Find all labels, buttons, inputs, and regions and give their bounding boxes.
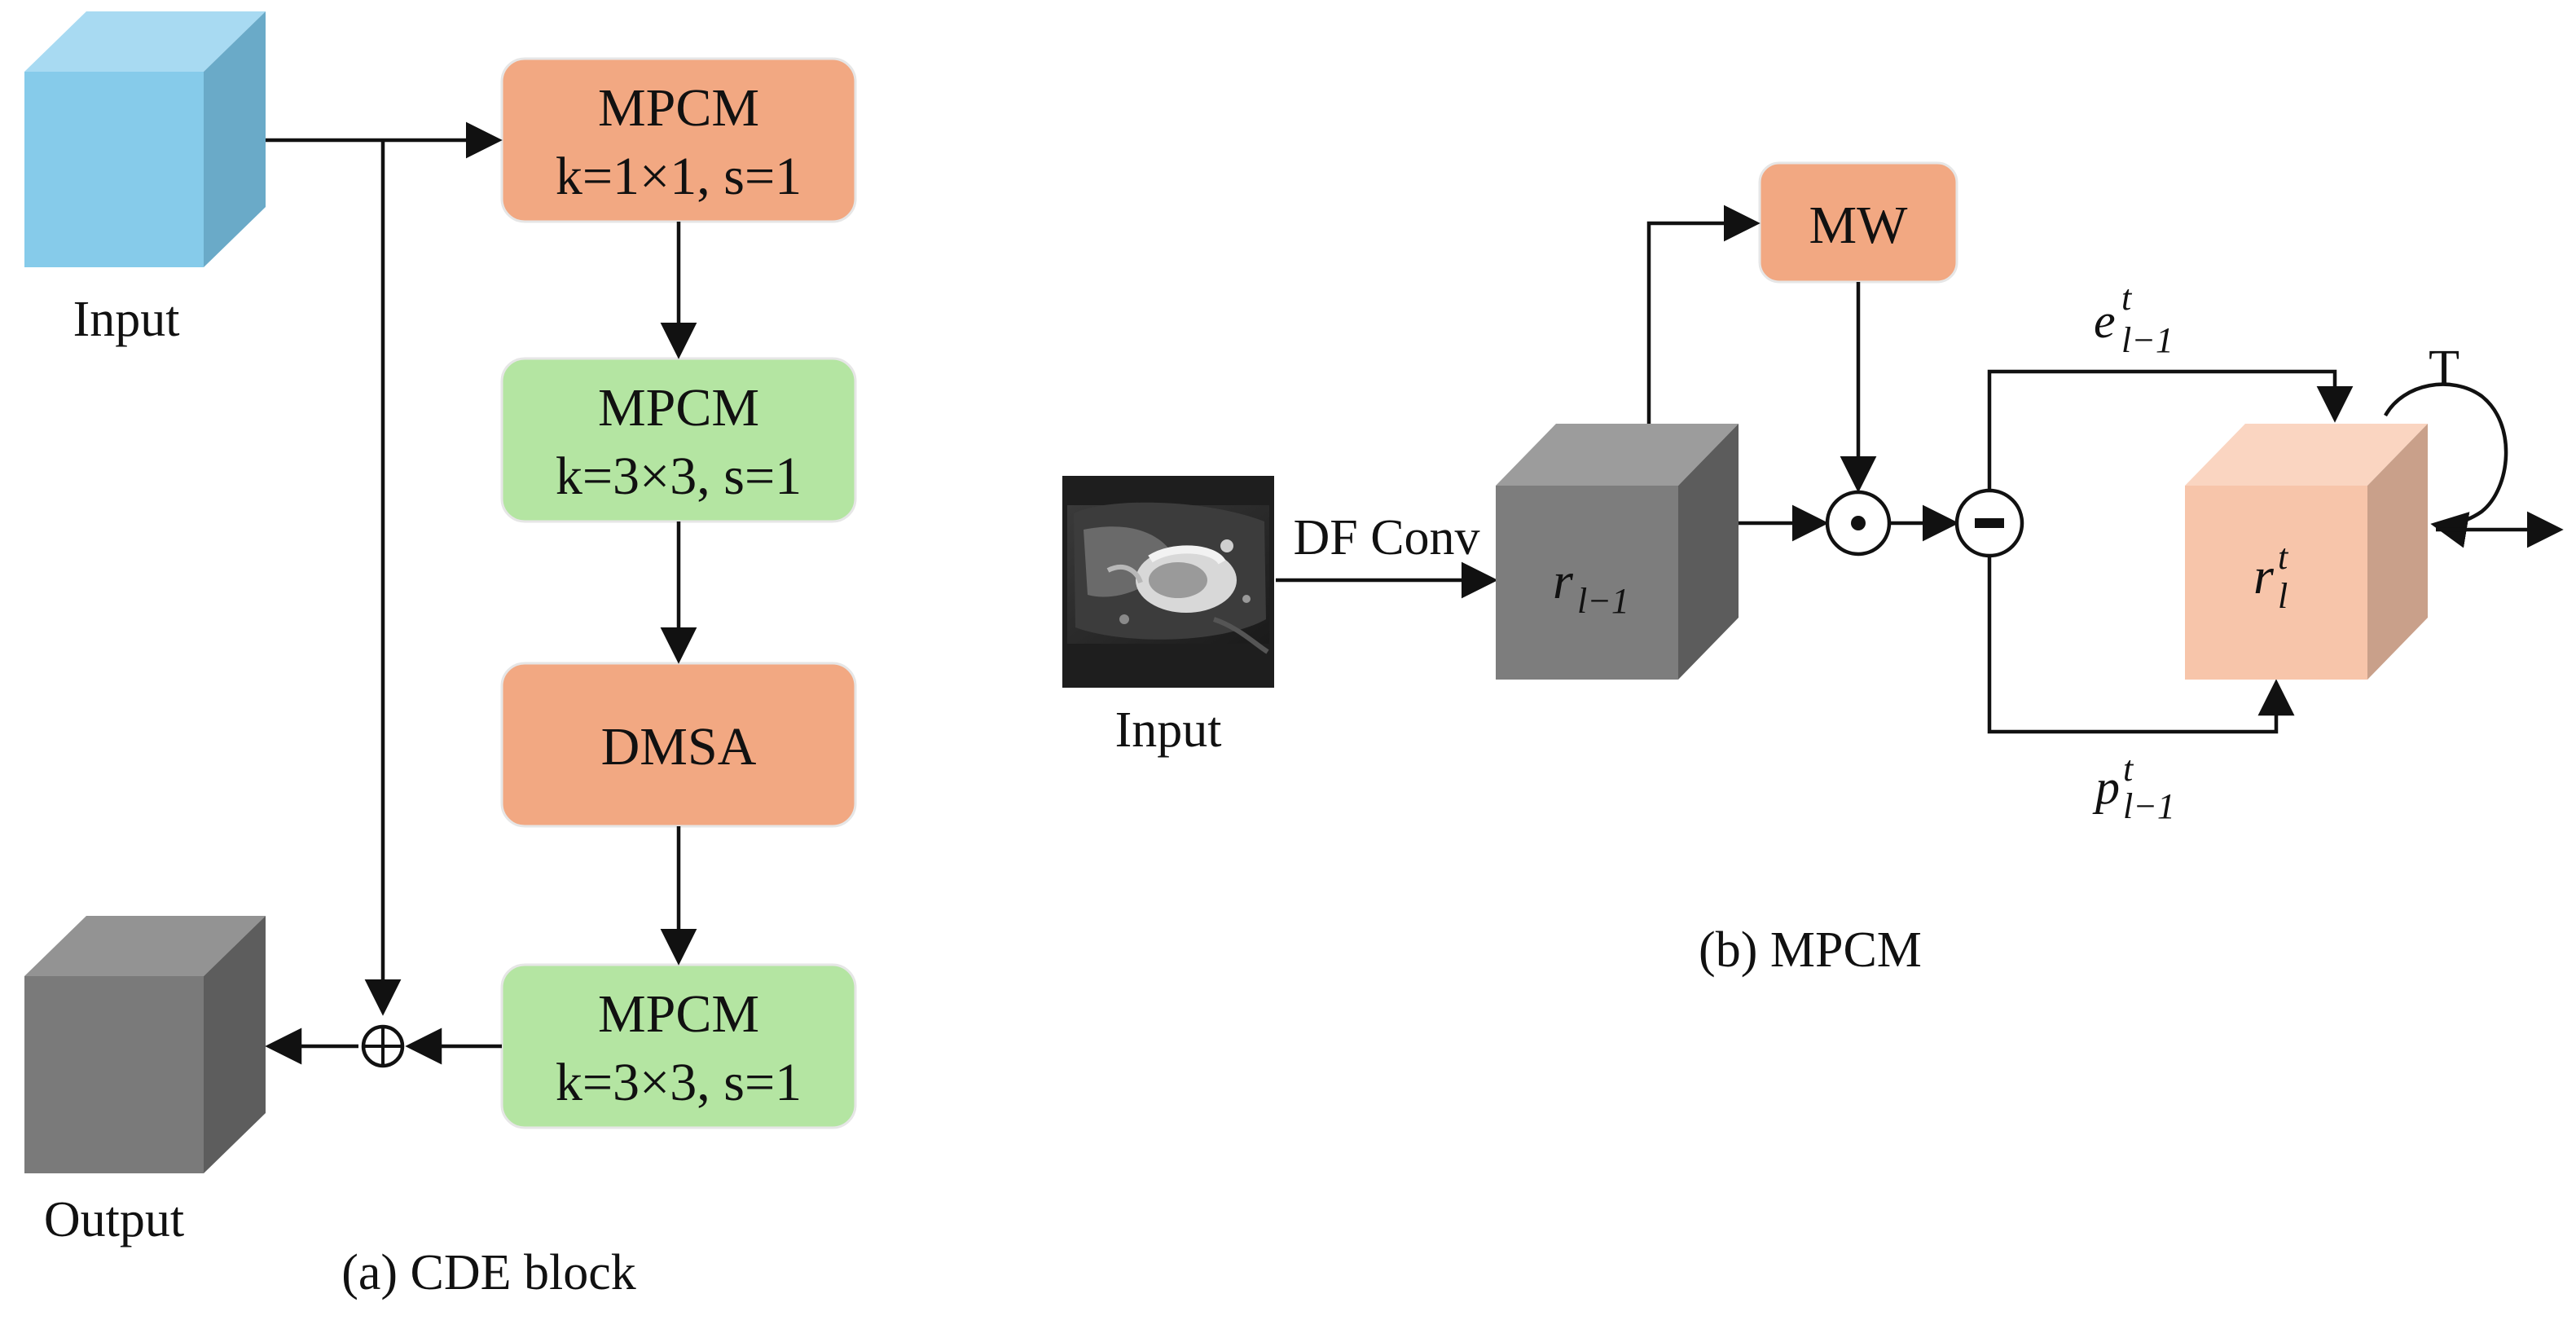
output-label-a: Output xyxy=(44,1192,184,1247)
input-label-b: Input xyxy=(1115,702,1222,758)
multiply-icon xyxy=(1825,490,1892,557)
mw-box: MW xyxy=(1758,161,1958,284)
e-label: e t l−1 xyxy=(2094,278,2174,360)
caption-b: (b) MPCM xyxy=(1699,922,1922,978)
e-label-sub: l−1 xyxy=(2121,320,2174,360)
e-label-sup: t xyxy=(2121,278,2133,318)
loop-label: T xyxy=(2429,341,2460,396)
mpcm-box-2-params: k=3×3, s=1 xyxy=(556,447,802,506)
mpcm-box-4-title: MPCM xyxy=(598,984,759,1044)
r-prev-label: r l−1 xyxy=(1553,552,1629,621)
r-curr-base: r xyxy=(2253,547,2275,605)
caption-a: (a) CDE block xyxy=(341,1245,636,1300)
p-label-sub: l−1 xyxy=(2123,786,2175,826)
r-curr-label: r t l xyxy=(2253,537,2289,616)
mpcm-box-4-params: k=3×3, s=1 xyxy=(556,1053,802,1112)
r-prev-sub: l−1 xyxy=(1577,581,1629,621)
mpcm-box-4: MPCM k=3×3, s=1 xyxy=(500,963,857,1129)
p-label: p t l−1 xyxy=(2092,749,2175,826)
p-label-sup: t xyxy=(2123,749,2134,789)
r-curr-sup: t xyxy=(2278,537,2289,577)
mpcm-box-1-params: k=1×1, s=1 xyxy=(556,147,802,206)
input-cube-a xyxy=(24,11,266,267)
mpcm-box-2: MPCM k=3×3, s=1 xyxy=(500,357,857,523)
arrow-e-branch xyxy=(1987,369,2354,491)
mpcm-box-1: MPCM k=1×1, s=1 xyxy=(500,57,857,223)
dmsa-box-title: DMSA xyxy=(601,717,757,777)
arrow-p-branch xyxy=(1987,556,2295,734)
df-conv-label: DF Conv xyxy=(1293,510,1479,565)
output-cube-a xyxy=(24,916,266,1173)
r-curr-sub: l xyxy=(2278,576,2288,616)
r-prev-cube xyxy=(1496,424,1739,680)
input-label-a: Input xyxy=(73,292,180,347)
mw-box-label: MW xyxy=(1809,196,1909,255)
add-icon xyxy=(361,1024,405,1068)
loop-arrow xyxy=(2384,382,2508,548)
r-curr-cube xyxy=(2185,424,2428,680)
mpcm-box-2-title: MPCM xyxy=(598,378,759,438)
p-label-base: p xyxy=(2092,760,2120,814)
r-prev-base: r xyxy=(1553,552,1574,609)
mpcm-box-1-title: MPCM xyxy=(598,78,759,138)
mri-input-image xyxy=(1062,476,1274,688)
dmsa-box: DMSA xyxy=(500,662,857,828)
arrow-r-to-mw xyxy=(1646,205,1761,424)
panel-b: Input DF Conv r l−1 MW xyxy=(1062,161,2564,978)
subtract-icon xyxy=(1954,488,2024,558)
e-label-base: e xyxy=(2094,294,2116,348)
panel-a: Input Output MPCM k=1×1, s=1 MPCM k=3×3,… xyxy=(24,11,857,1300)
